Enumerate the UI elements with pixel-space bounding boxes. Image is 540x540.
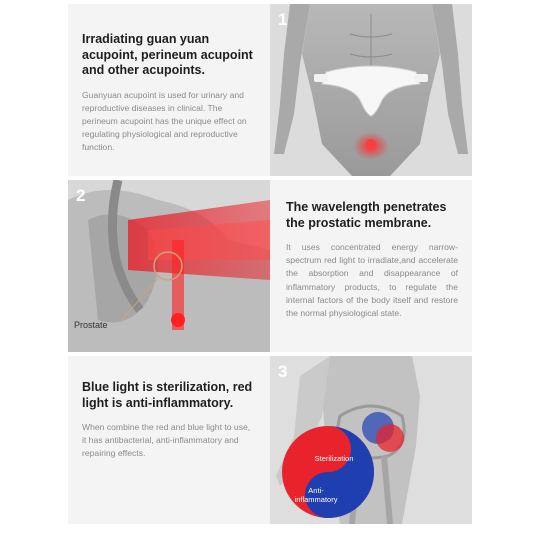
sterilization-label: Sterilization	[314, 454, 354, 463]
anti-inflammatory-label: Anti-inflammatory	[294, 486, 338, 504]
section2-description: It uses concentrated energy narrow-spect…	[286, 242, 458, 319]
anatomy-cross-section	[68, 180, 270, 352]
badge-3-number: 3	[278, 362, 288, 381]
skeleton-illustration	[276, 356, 420, 524]
section3-text-panel: Blue light is sterilization, red light i…	[68, 356, 270, 524]
section2-heading: The wavelength penetrates the prostatic …	[286, 200, 447, 230]
badge-2-number: 2	[76, 186, 86, 205]
section1-text-panel: Irradiating guan yuan acupoint, perineum…	[68, 4, 270, 176]
red-blue-light-disc	[282, 426, 374, 518]
section3-image-panel: 3 Sterilization Anti-inflammatory	[270, 356, 472, 524]
prostate-label: Prostate	[74, 320, 108, 330]
badge-1-number: 1	[278, 10, 288, 29]
section1-image-panel: 1	[270, 4, 472, 176]
section3-heading: Blue light is sterilization, red light i…	[82, 380, 253, 410]
section3-description: When combine the red and blue light to u…	[82, 422, 251, 459]
section1-description: Guanyuan acupoint is used for urinary an…	[82, 89, 247, 153]
section2-text-panel: The wavelength penetrates the prostatic …	[270, 180, 472, 352]
torso-illustration	[274, 4, 468, 176]
section2-image-panel: 2 Prostate	[68, 180, 270, 352]
section1-heading: Irradiating guan yuan acupoint, perineum…	[82, 32, 253, 77]
